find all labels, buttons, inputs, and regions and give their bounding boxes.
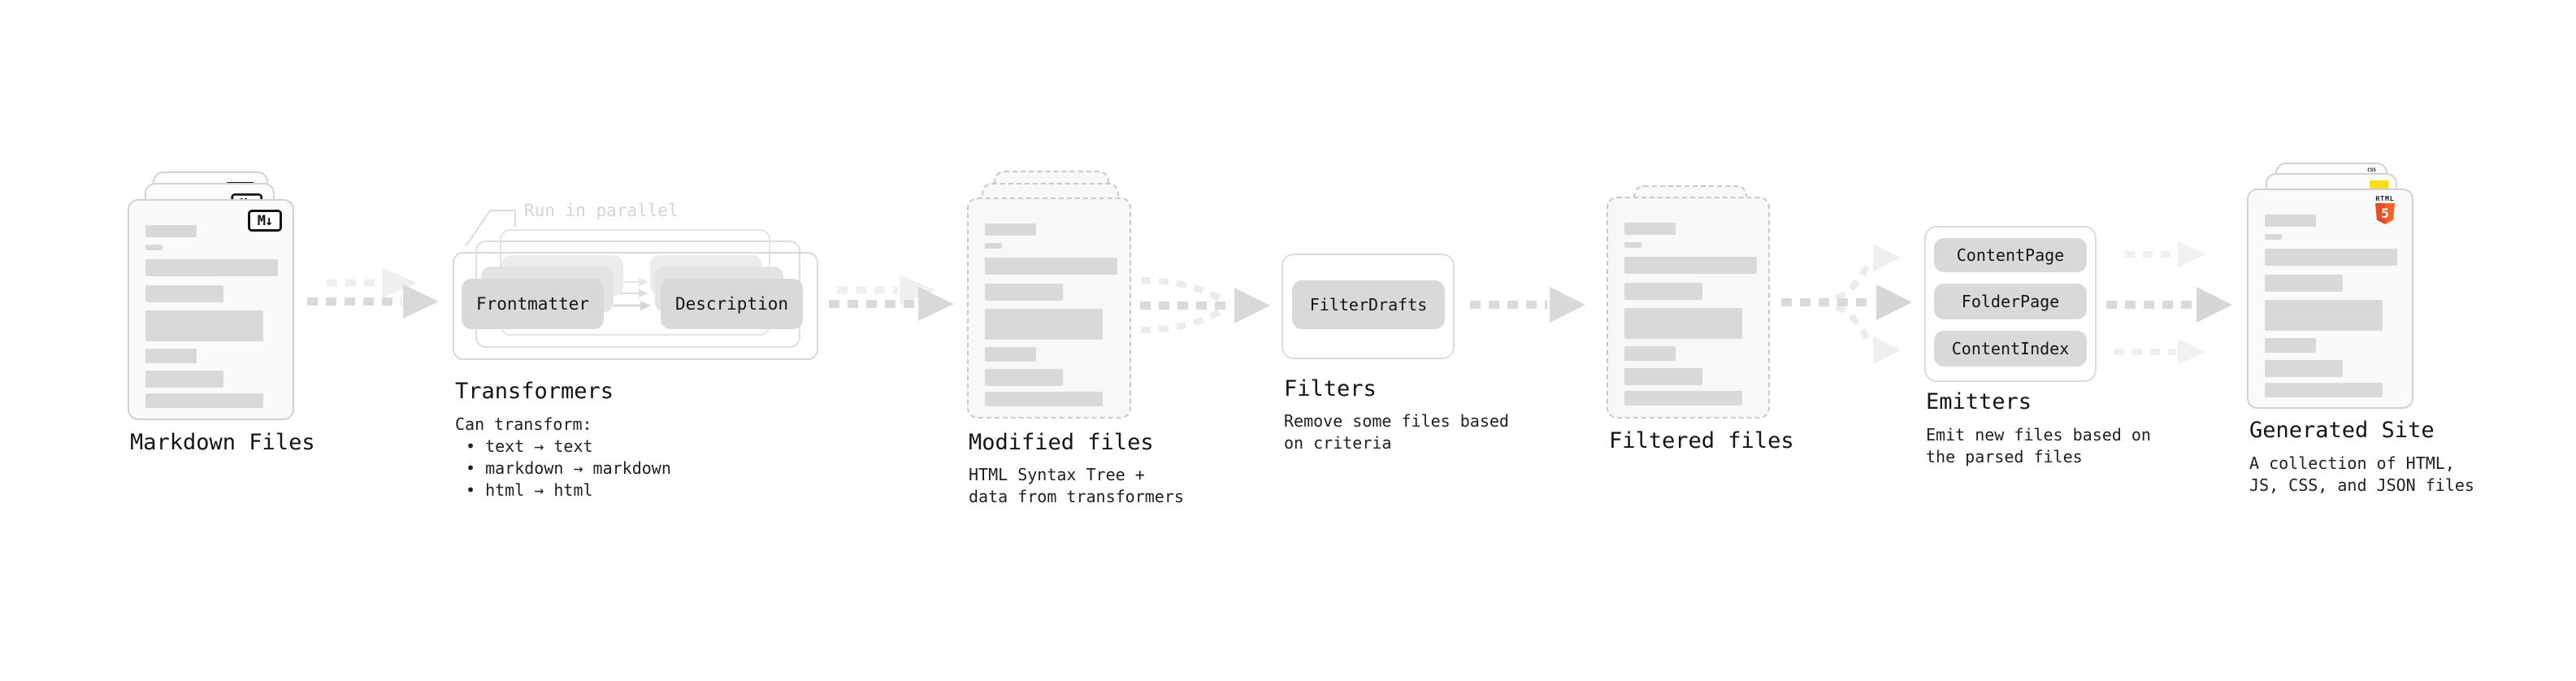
skeleton-bar xyxy=(145,285,223,302)
skeleton-bar xyxy=(145,245,163,250)
skeleton-bar xyxy=(2265,300,2383,331)
arrow-modified-to-filters xyxy=(1140,277,1270,333)
emitters-description: Emit new files based on the parsed files xyxy=(1926,425,2151,466)
skeleton-bar xyxy=(1624,242,1641,248)
skeleton-bar xyxy=(985,243,1002,249)
generated-site-label: Generated Site xyxy=(2249,418,2435,443)
emitter-contentpage-button: ContentPage xyxy=(1934,238,2087,272)
emitter-folderpage-button: FolderPage xyxy=(1934,284,2087,319)
arrow-transformers-to-modified xyxy=(829,275,954,321)
skeleton-bar xyxy=(985,392,1103,406)
transformer-layer-front xyxy=(453,252,818,360)
arrow-emitters-to-generated xyxy=(2106,241,2232,365)
skeleton-bar xyxy=(2265,338,2316,353)
skeleton-bar xyxy=(145,349,197,363)
js-icon xyxy=(2370,180,2388,189)
filter-drafts-button: FilterDrafts xyxy=(1292,280,1445,329)
run-in-parallel-callout: Run in parallel xyxy=(524,201,679,220)
emitters-label: Emitters xyxy=(1926,389,2032,414)
modified-files-label: Modified files xyxy=(969,430,1154,455)
skeleton-bar xyxy=(145,371,223,388)
skeleton-bar xyxy=(2265,360,2343,377)
generated-site-description: A collection of HTML, JS, CSS, and JSON … xyxy=(2249,453,2474,495)
skeleton-bar xyxy=(985,347,1036,362)
transformers-bullet: • html → html xyxy=(466,480,593,500)
emitter-contentindex-button: ContentIndex xyxy=(1934,331,2087,367)
generated-html-file-card: HTML 5 xyxy=(2247,189,2413,409)
skeleton-bar xyxy=(1624,346,1676,361)
transformers-description: Can transform: • text → text • markdown … xyxy=(455,414,671,501)
skeleton-bar xyxy=(1624,391,1742,406)
skeleton-bar xyxy=(2265,215,2316,227)
skeleton-bar xyxy=(1624,308,1742,339)
html5-shield: 5 xyxy=(2375,203,2395,224)
html5-icon: HTML 5 xyxy=(2368,195,2402,224)
arrow-markdown-to-transformers xyxy=(307,267,439,319)
skeleton-bar xyxy=(2265,249,2397,266)
skeleton-bar xyxy=(145,225,197,237)
transformer-description-button: Description xyxy=(661,279,803,329)
markdown-icon: M↓ xyxy=(248,210,282,232)
skeleton-bar xyxy=(145,393,263,408)
modified-files-description: HTML Syntax Tree + data from transformer… xyxy=(969,465,1184,506)
transformers-bullet: • markdown → markdown xyxy=(466,458,671,478)
skeleton-bar xyxy=(985,309,1103,340)
skeleton-bar xyxy=(1624,257,1757,274)
arrow-filters-to-filtered xyxy=(1470,287,1585,323)
skeleton-bar xyxy=(985,258,1117,275)
filters-label: Filters xyxy=(1284,376,1377,401)
skeleton-bar xyxy=(985,369,1063,386)
skeleton-bar xyxy=(145,259,278,276)
skeleton-bar xyxy=(2265,275,2343,292)
skeleton-bar xyxy=(985,223,1036,236)
markdown-files-label: Markdown Files xyxy=(130,430,315,455)
html5-word: HTML xyxy=(2375,195,2395,202)
filters-description: Remove some files based on criteria xyxy=(1284,411,1509,453)
skeleton-bar xyxy=(985,284,1063,301)
skeleton-bar xyxy=(145,310,263,341)
arrow-filtered-to-emitters xyxy=(1781,244,1912,364)
filtered-files-label: Filtered files xyxy=(1609,428,1794,453)
filtered-file-card-front xyxy=(1607,197,1770,419)
skeleton-bar xyxy=(2265,383,2383,397)
transformers-bullet: • text → text xyxy=(466,436,593,456)
skeleton-bar xyxy=(1624,283,1702,300)
transformers-label: Transformers xyxy=(455,379,614,404)
transformers-desc-title: Can transform: xyxy=(455,414,592,434)
modified-file-card-front xyxy=(967,197,1131,419)
markdown-file-card-front: M↓ xyxy=(128,199,294,420)
skeleton-bar xyxy=(1624,223,1676,235)
transformer-frontmatter-button: Frontmatter xyxy=(462,279,604,329)
skeleton-bar xyxy=(2265,234,2282,240)
skeleton-bar xyxy=(1624,368,1702,385)
